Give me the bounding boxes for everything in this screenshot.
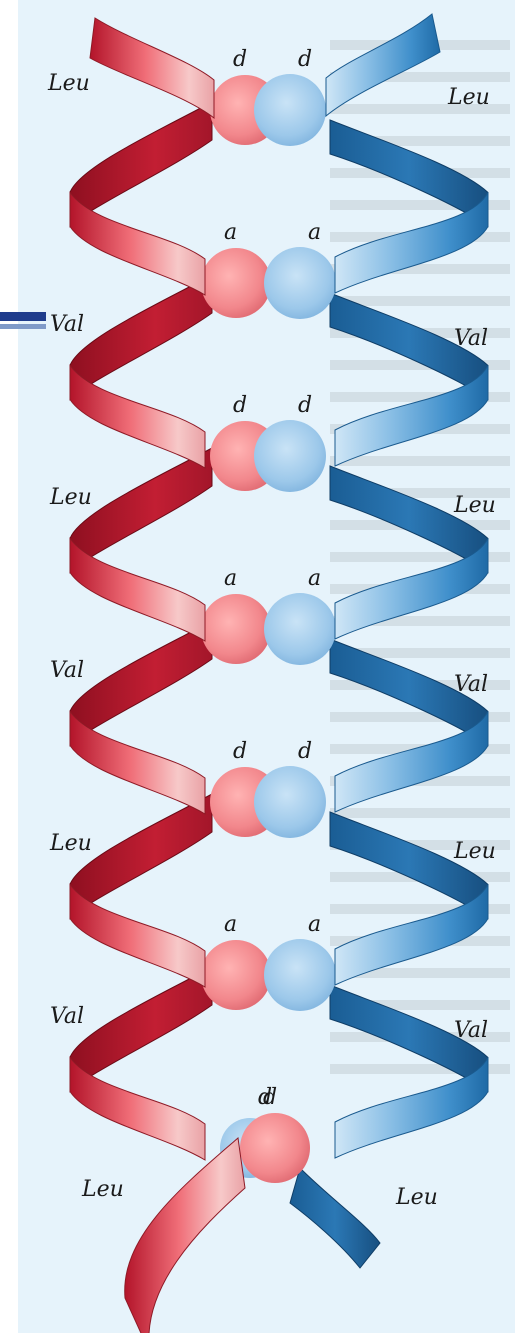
right-residue-label: Val <box>454 1018 488 1043</box>
right-heptad-position-label: d <box>298 739 312 764</box>
left-residue-label: Val <box>50 1004 84 1029</box>
right-residue-sphere <box>264 247 336 319</box>
left-residue-sphere <box>201 940 271 1010</box>
right-residue-label: Val <box>454 326 488 351</box>
right-residue-label: Leu <box>447 85 490 110</box>
left-heptad-position-label: d <box>233 739 247 764</box>
left-heptad-position-label: a <box>224 566 237 591</box>
right-residue-label: Leu <box>453 839 496 864</box>
left-residue-sphere <box>240 1113 310 1183</box>
left-residue-sphere <box>201 594 271 664</box>
right-residue-label: Leu <box>453 493 496 518</box>
right-residue-label: Leu <box>395 1185 438 1210</box>
right-residue-sphere <box>254 74 326 146</box>
right-heptad-position-label: a <box>308 220 321 245</box>
left-residue-label: Val <box>50 658 84 683</box>
header-bar <box>0 312 46 329</box>
left-heptad-position-label: a <box>224 912 237 937</box>
right-residue-sphere <box>264 593 336 665</box>
left-residue-label: Val <box>50 312 84 337</box>
right-heptad-position-label: d <box>298 393 312 418</box>
right-residue-sphere <box>254 420 326 492</box>
right-heptad-position-label: a <box>308 566 321 591</box>
right-heptad-position-label: d <box>258 1085 272 1110</box>
left-residue-label: Leu <box>49 485 92 510</box>
left-residue-sphere <box>201 248 271 318</box>
left-heptad-position-label: a <box>224 220 237 245</box>
right-residue-sphere <box>264 939 336 1011</box>
left-residue-label: Leu <box>47 71 90 96</box>
left-heptad-position-label: d <box>233 393 247 418</box>
left-residue-label: Leu <box>81 1177 124 1202</box>
right-heptad-position-label: d <box>298 47 312 72</box>
right-residue-label: Val <box>454 672 488 697</box>
right-heptad-position-label: a <box>308 912 321 937</box>
left-heptad-position-label: d <box>233 47 247 72</box>
right-residue-sphere <box>254 766 326 838</box>
left-residue-label: Leu <box>49 831 92 856</box>
